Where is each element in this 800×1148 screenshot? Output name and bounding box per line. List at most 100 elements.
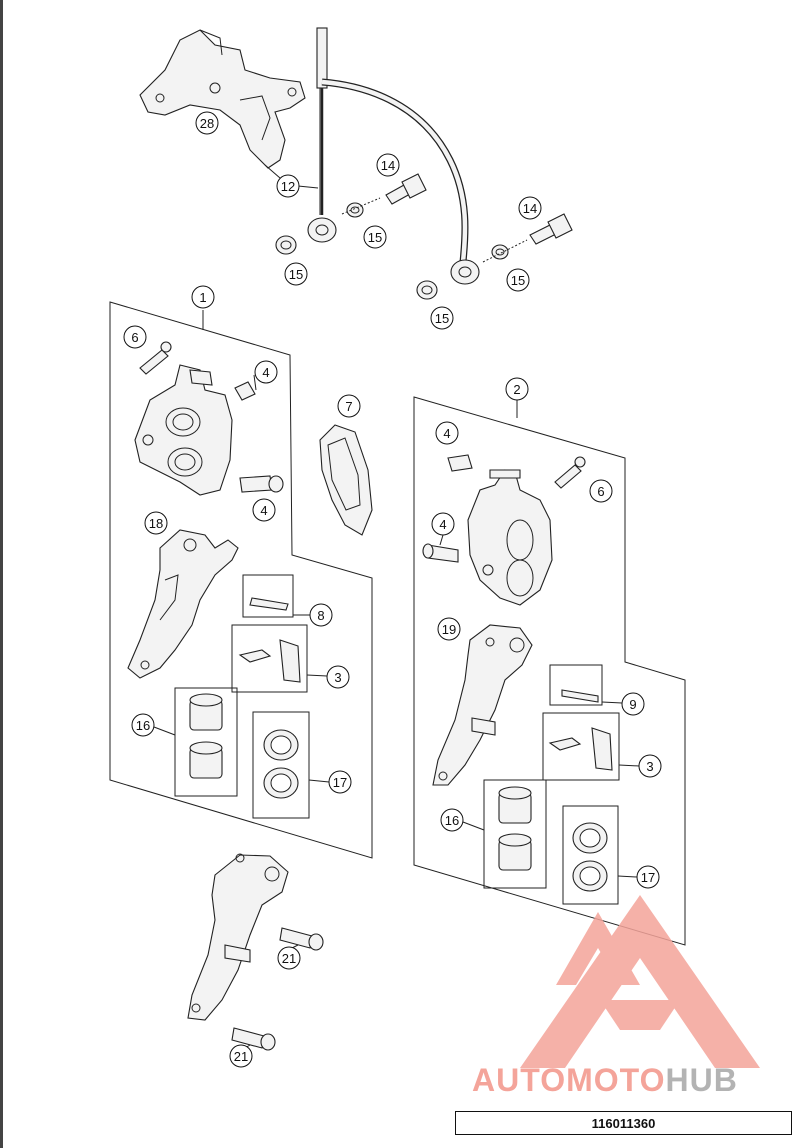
sealing-washer (491, 244, 509, 260)
svg-text:3: 3 (646, 759, 653, 774)
svg-text:4: 4 (443, 426, 450, 441)
watermark-logo (520, 895, 760, 1068)
callouts: 28 12 14 15 15 14 15 15 1 6 4 4 7 18 8 3… (123, 111, 662, 1068)
callout-4: 4 (435, 421, 459, 445)
svg-text:6: 6 (131, 330, 138, 345)
callout-3: 3 (306, 665, 350, 689)
callout-4: 4 (431, 512, 455, 546)
callout-9: 9 (601, 692, 645, 716)
callout-18: 18 (144, 511, 168, 535)
mounting-bolt (279, 927, 313, 949)
svg-text:4: 4 (439, 517, 446, 532)
svg-text:28: 28 (200, 116, 214, 131)
brake-pads (319, 424, 373, 536)
callout-6: 6 (589, 479, 613, 503)
callout-14: 14 (376, 153, 400, 177)
callout-7: 7 (337, 394, 361, 418)
callout-3: 3 (618, 754, 662, 778)
callout-14: 14 (518, 196, 542, 220)
svg-text:15: 15 (368, 230, 382, 245)
svg-text:17: 17 (641, 870, 655, 885)
svg-text:12: 12 (281, 179, 295, 194)
svg-text:21: 21 (282, 951, 296, 966)
svg-text:7: 7 (345, 399, 352, 414)
guide-pin-boot (234, 381, 256, 401)
callout-21: 21 (229, 1044, 253, 1068)
svg-text:2: 2 (513, 382, 520, 397)
brand-text-part2: HUB (665, 1062, 738, 1098)
callout-2: 2 (505, 377, 529, 401)
callout-17: 17 (617, 865, 660, 889)
small-parts-kit-box (231, 624, 308, 693)
svg-text:8: 8 (317, 608, 324, 623)
svg-text:1: 1 (199, 290, 206, 305)
callout-21: 21 (277, 944, 301, 970)
callout-15: 15 (284, 262, 308, 286)
seal-kit-box (562, 805, 619, 905)
callout-15: 15 (430, 306, 454, 330)
callout-16: 16 (440, 808, 485, 832)
svg-text:14: 14 (523, 201, 537, 216)
part-number-box: 116011360 (455, 1111, 792, 1135)
brand-text-part1: AUTOMOTO (472, 1062, 666, 1098)
svg-text:16: 16 (136, 718, 150, 733)
callout-15: 15 (363, 225, 387, 249)
mounting-bolt (231, 1027, 265, 1049)
sheet-left-border (0, 0, 3, 1148)
callout-1: 1 (191, 285, 215, 309)
callout-12: 12 (264, 164, 319, 198)
callout-15: 15 (506, 268, 530, 292)
sealing-washer (416, 280, 438, 300)
callout-16: 16 (131, 713, 176, 737)
svg-text:15: 15 (289, 267, 303, 282)
callout-4: 4 (253, 360, 278, 391)
seal-kit-box (252, 711, 310, 819)
callout-4: 4 (252, 498, 276, 522)
svg-text:15: 15 (511, 273, 525, 288)
callout-19: 19 (437, 617, 461, 641)
svg-text:15: 15 (435, 311, 449, 326)
svg-text:19: 19 (442, 622, 456, 637)
brake-line-assembly (275, 27, 573, 300)
svg-text:17: 17 (333, 775, 347, 790)
callout-28: 28 (195, 111, 219, 135)
svg-text:4: 4 (260, 503, 267, 518)
svg-text:6: 6 (597, 484, 604, 499)
kit-frame-left (109, 301, 373, 859)
guide-pin (239, 475, 273, 493)
svg-text:14: 14 (381, 158, 395, 173)
caliper-kit-right (413, 396, 686, 946)
pin-kit-box (549, 664, 603, 706)
bleeder-valve (139, 349, 169, 375)
part-number: 116011360 (591, 1115, 656, 1131)
svg-text:21: 21 (234, 1049, 248, 1064)
callout-8: 8 (293, 603, 333, 627)
banjo-fitting-left (307, 217, 337, 243)
brake-caliper-right (467, 469, 553, 606)
callout-6: 6 (123, 325, 147, 349)
sealing-washer (346, 202, 364, 218)
svg-text:18: 18 (149, 516, 163, 531)
lower-caliper-bracket (187, 854, 289, 1021)
brake-line-bracket (139, 29, 306, 169)
svg-text:4: 4 (262, 365, 269, 380)
callout-17: 17 (308, 770, 352, 794)
bleeder-valve (554, 464, 582, 489)
guide-pin-boot (447, 454, 473, 472)
watermark-brand-text: AUTOMOTOHUB (472, 1062, 738, 1099)
pin-kit-box (242, 574, 294, 618)
sealing-washer (275, 235, 297, 255)
svg-text:3: 3 (334, 670, 341, 685)
small-parts-kit-box (542, 712, 620, 781)
svg-text:16: 16 (445, 813, 459, 828)
caliper-bracket-right (432, 624, 533, 786)
kit-frame-right (413, 396, 686, 946)
lower-bracket-assembly (187, 853, 324, 1051)
caliper-bracket-left (127, 529, 239, 679)
caliper-kit-left (109, 301, 373, 859)
piston-kit-box (174, 687, 238, 797)
piston-kit-box (483, 779, 547, 889)
svg-text:9: 9 (629, 697, 636, 712)
banjo-fitting-right (450, 259, 480, 285)
